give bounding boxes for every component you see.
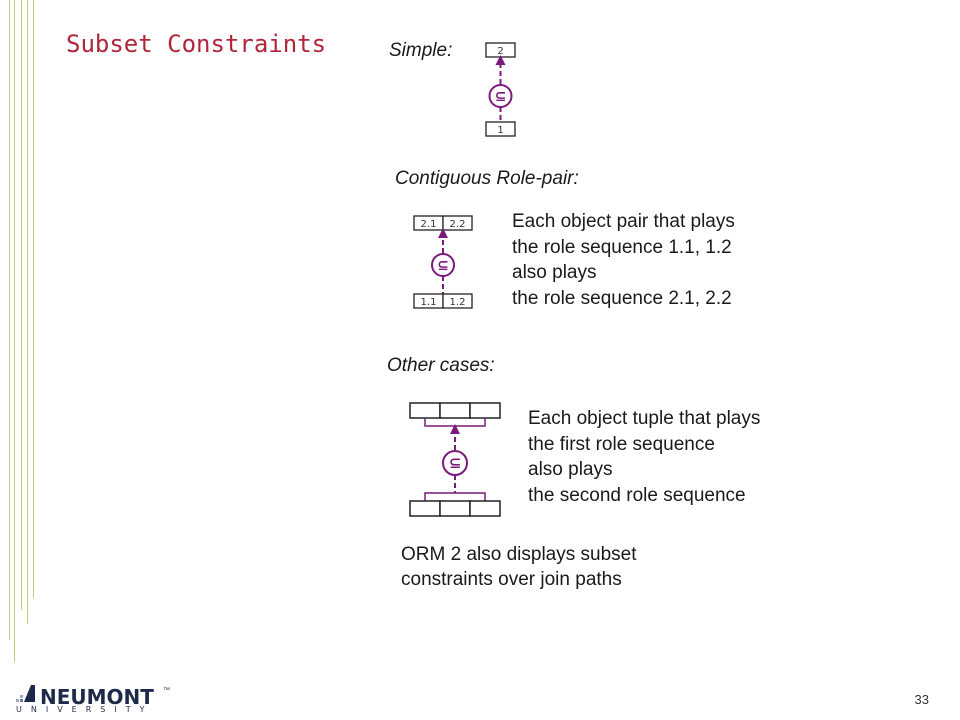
other-bottom-role-box-1 xyxy=(409,500,441,517)
note-line: ORM 2 also displays subset xyxy=(401,544,637,565)
other-top-role-box-2 xyxy=(439,402,471,419)
contiguous-description-line: the role sequence 2.1, 2.2 xyxy=(512,287,732,309)
other-diagram: ⊆ xyxy=(409,402,501,517)
other-description: Each object tuple that plays the first r… xyxy=(528,406,760,508)
contiguous-bottom-role-1: 1.1 xyxy=(421,297,437,308)
decor-line-1 xyxy=(9,0,10,640)
other-label: Other cases: xyxy=(387,355,495,376)
other-description-line: the first role sequence xyxy=(528,433,715,455)
contiguous-label: Contiguous Role-pair: xyxy=(395,168,579,189)
contiguous-subset-symbol: ⊆ xyxy=(437,258,449,274)
other-bottom-role-box-3 xyxy=(469,500,501,517)
simple-diagram: 2 ⊆ 1 xyxy=(485,42,516,137)
contiguous-description-line: the role sequence 1.1, 1.2 xyxy=(512,236,732,258)
other-description-line: Each object tuple that plays xyxy=(528,408,761,429)
logo-wordmark: NEUMONT xyxy=(40,685,154,709)
logo-trademark: ™ xyxy=(163,687,170,694)
simple-bottom-role: 1 xyxy=(497,125,503,136)
decor-line-2 xyxy=(14,0,15,662)
other-top-bracket xyxy=(424,418,486,427)
other-top-role-box-3 xyxy=(469,402,501,419)
logo-mark-icon xyxy=(16,685,35,702)
contiguous-bottom-role-box-2 xyxy=(442,293,473,309)
contiguous-description-line: Each object pair that plays xyxy=(512,211,735,232)
join-path-note: ORM 2 also displays subset constraints o… xyxy=(401,542,637,592)
simple-label: Simple: xyxy=(389,40,453,61)
simple-bottom-role-box xyxy=(485,121,516,137)
contiguous-diagram: 2.1 2.2 ⊆ 1.1 1.2 xyxy=(413,215,473,309)
simple-subset-symbol: ⊆ xyxy=(495,89,507,105)
other-description-line: the second role sequence xyxy=(528,484,746,506)
contiguous-top-role-box-2 xyxy=(442,215,473,231)
slide-title: Subset Constraints xyxy=(66,30,327,58)
other-bottom-bracket xyxy=(424,492,486,501)
other-subset-symbol: ⊆ xyxy=(449,454,462,472)
simple-top-role: 2 xyxy=(497,46,503,57)
other-description-line: also plays xyxy=(528,459,613,480)
contiguous-description-line: also plays xyxy=(512,262,597,283)
page-number: 33 xyxy=(914,692,929,707)
decor-line-3 xyxy=(21,0,22,610)
decor-line-5 xyxy=(33,0,34,598)
contiguous-top-role-1: 2.1 xyxy=(421,219,437,230)
contiguous-top-role-2: 2.2 xyxy=(450,219,466,230)
other-top-role-box-1 xyxy=(409,402,441,419)
other-bottom-role-box-2 xyxy=(439,500,471,517)
contiguous-bottom-role-2: 1.2 xyxy=(450,297,466,308)
logo-subtitle: UNIVERSITY xyxy=(16,705,154,714)
decor-line-4 xyxy=(27,0,28,624)
note-line: constraints over join paths xyxy=(401,569,622,590)
contiguous-description: Each object pair that plays the role seq… xyxy=(512,209,735,311)
